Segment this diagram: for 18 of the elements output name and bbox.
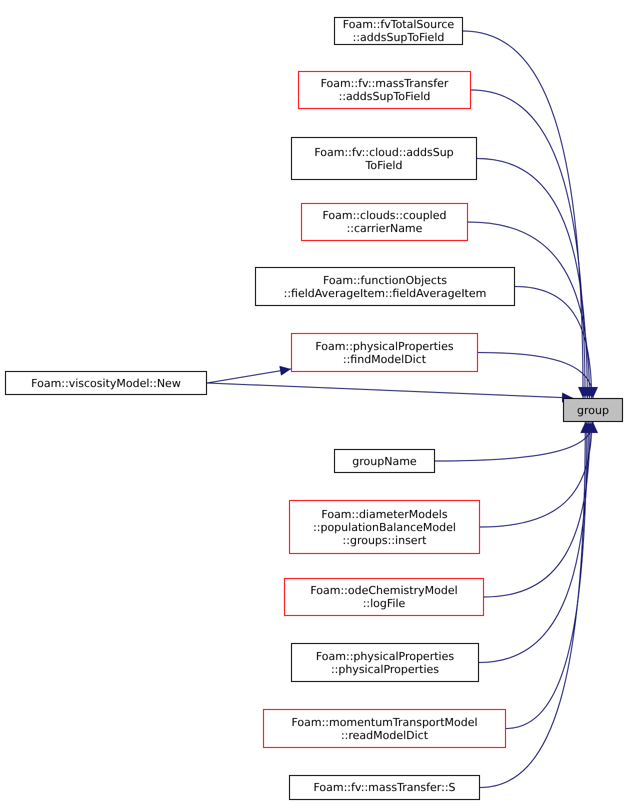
function-box: Foam::fvTotalSource ::addsSupToField bbox=[334, 17, 463, 45]
call-arrow bbox=[206, 382, 574, 403]
call-arrow bbox=[434, 422, 596, 462]
call-arrow bbox=[478, 352, 597, 398]
function-box: Foam::viscosityModel::New bbox=[5, 371, 207, 395]
function-box: Foam::momentumTransportModel ::readModelDict bbox=[263, 709, 506, 748]
function-box: Foam::clouds::coupled ::carrierName bbox=[301, 203, 468, 241]
function-box: groupName bbox=[334, 449, 435, 473]
function-box: Foam::fv::massTransfer ::addsSupToField bbox=[298, 71, 471, 109]
function-box: Foam::fv::massTransfer::S bbox=[289, 775, 480, 800]
function-box: Foam::physicalProperties ::physicalProperties bbox=[291, 643, 479, 682]
function-box: Foam::functionObjects ::fieldAverageItem::fieldAverageItem bbox=[255, 267, 515, 306]
function-box: Foam::odeChemistryModel ::logFile bbox=[284, 578, 484, 616]
call-arrow bbox=[206, 366, 292, 384]
function-box: group bbox=[563, 398, 623, 422]
function-box: Foam::physicalProperties ::findModelDict bbox=[291, 333, 478, 372]
function-box: Foam::fv::cloud::addsSup ToField bbox=[291, 137, 477, 180]
function-box: Foam::diameterModels ::populationBalanceModel ::groups::insert bbox=[289, 500, 480, 554]
